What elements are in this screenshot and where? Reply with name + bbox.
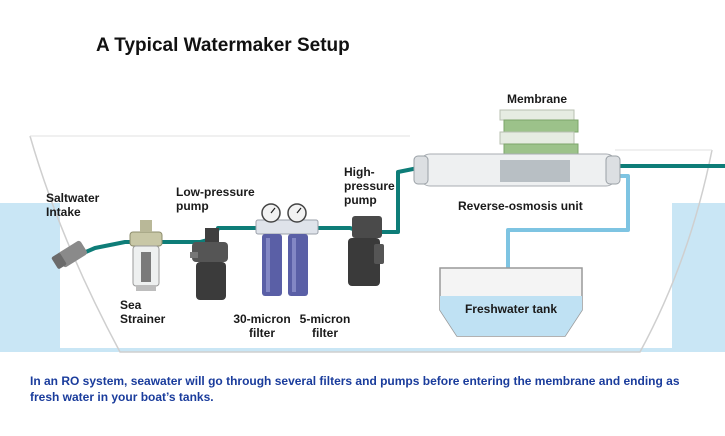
sea-strainer-icon	[129, 220, 163, 291]
label-freshwater-tank: Freshwater tank	[464, 302, 558, 316]
label-membrane: Membrane	[507, 92, 568, 106]
label-sea-strainer: Sea Strainer	[120, 298, 166, 326]
sea-band-right	[672, 203, 725, 348]
ro-unit-icon	[413, 109, 621, 187]
filter-housing-icon	[255, 203, 319, 296]
diagram-caption: In an RO system, seawater will go throug…	[30, 374, 680, 404]
high-pressure-pump-icon	[348, 216, 384, 286]
freshwater-tank-icon	[439, 267, 583, 337]
label-5-micron-filter: 5-micron filter	[299, 312, 351, 340]
hull-outline	[29, 135, 713, 353]
label-high-pressure-pump: High-pressure pump	[344, 165, 395, 207]
intake-fitting-icon	[51, 240, 87, 269]
label-30-micron-filter: 30-micron filter	[233, 312, 291, 340]
low-pressure-pump-icon	[190, 228, 228, 300]
sea-band-bottom	[0, 348, 725, 352]
freshwater-pipe	[506, 174, 630, 272]
label-low-pressure-pump: Low-pressure pump	[176, 185, 255, 213]
sea-band-left	[0, 203, 60, 348]
label-saltwater-intake: Saltwater Intake	[46, 191, 100, 219]
page-title: A Typical Watermaker Setup	[96, 35, 350, 56]
label-reverse-osmosis-unit: Reverse-osmosis unit	[458, 199, 583, 213]
